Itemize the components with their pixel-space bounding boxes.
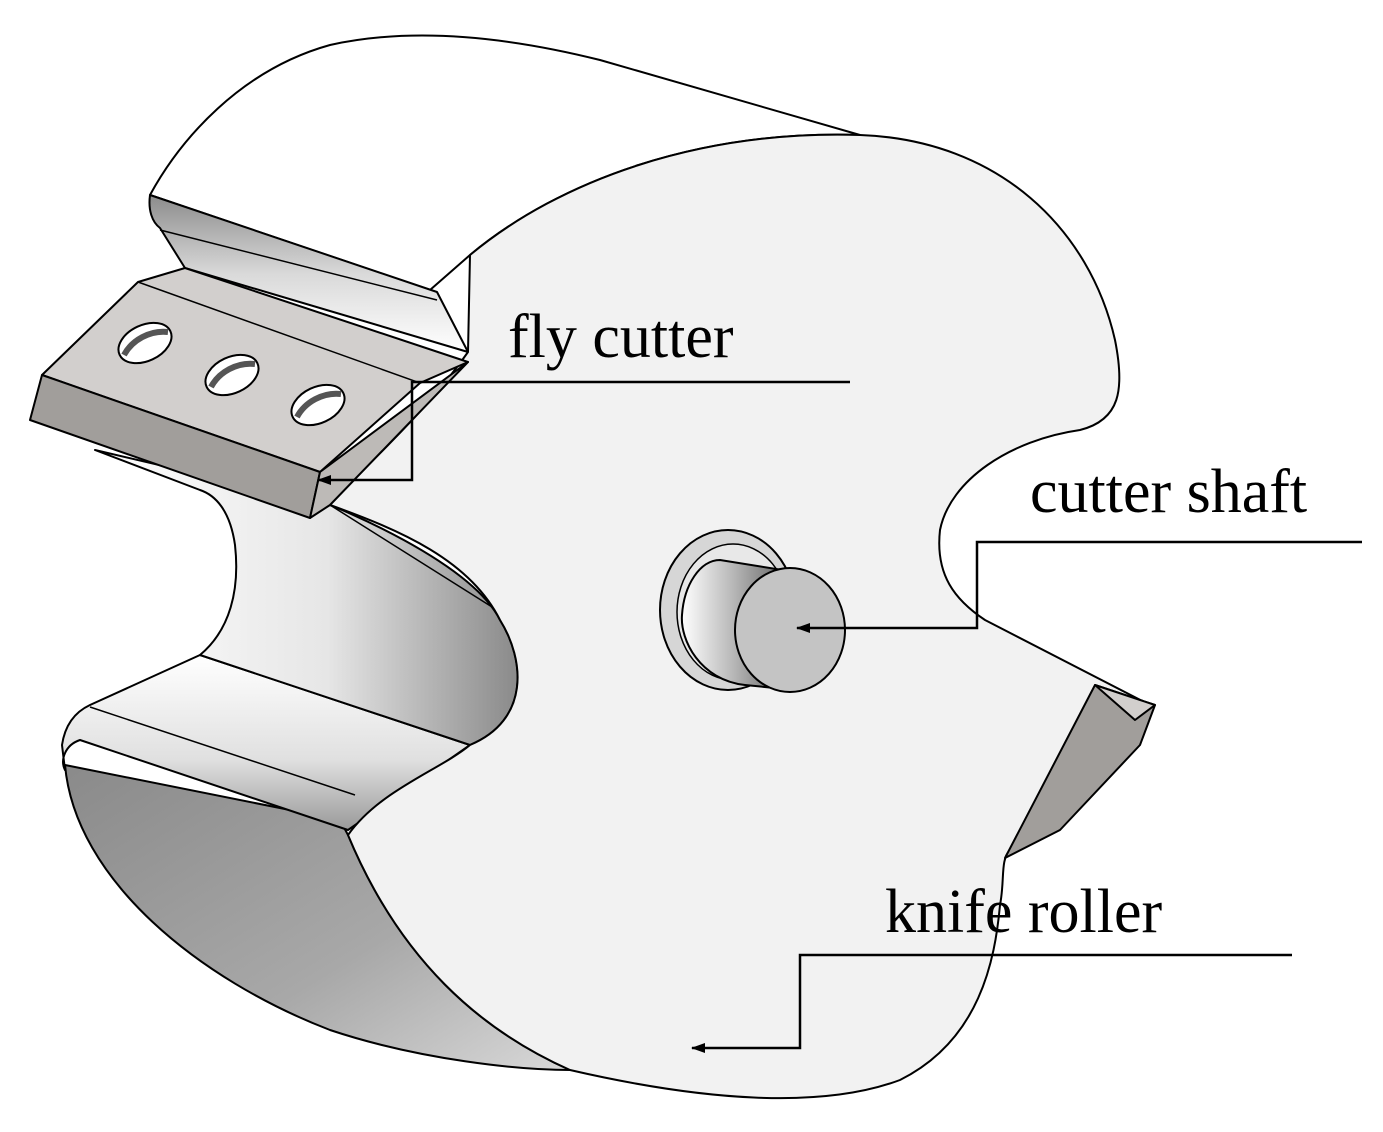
upper-flute bbox=[148, 194, 469, 353]
cutter-shaft bbox=[659, 529, 846, 693]
label-knife-roller: knife roller bbox=[885, 878, 1163, 946]
label-cutter-shaft: cutter shaft bbox=[1030, 458, 1307, 526]
cutter-shaft-leader bbox=[796, 540, 1362, 633]
label-fly-cutter: fly cutter bbox=[508, 303, 734, 371]
leader-lines bbox=[317, 380, 1362, 1053]
knife-roller-leader bbox=[691, 953, 1292, 1053]
right-fly-cutter bbox=[1004, 684, 1156, 859]
fly-cutter-leader bbox=[317, 380, 850, 485]
lower-flute bbox=[61, 654, 471, 831]
bolt-holes bbox=[117, 321, 346, 427]
shaft-end-face bbox=[734, 567, 846, 693]
